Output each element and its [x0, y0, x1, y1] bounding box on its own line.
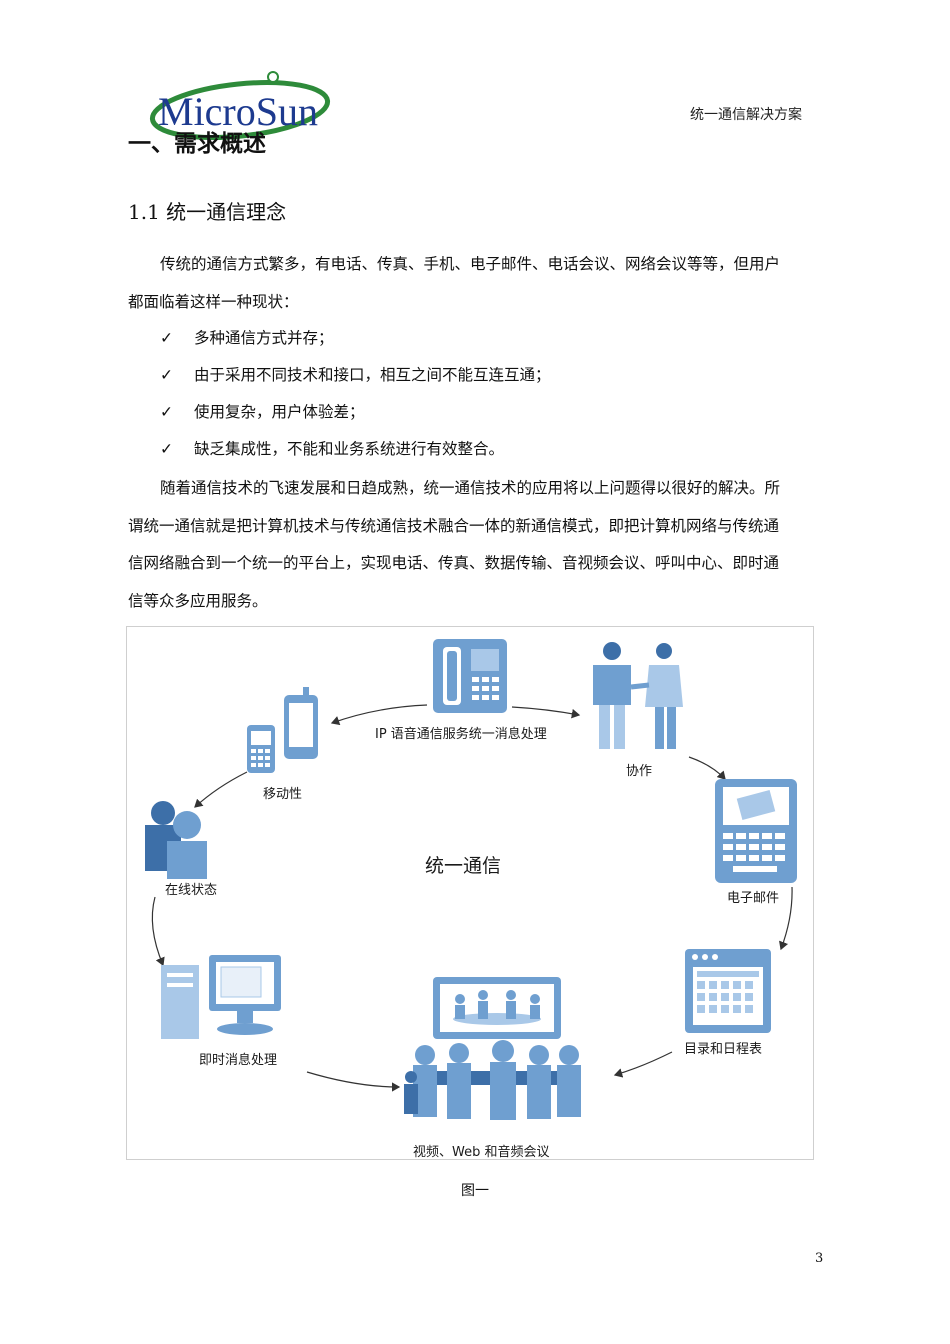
- calendar-icon: [685, 949, 771, 1033]
- bullet-text: 多种通信方式并存；: [194, 329, 334, 347]
- check-icon: ✓: [160, 403, 173, 421]
- check-icon: ✓: [160, 329, 173, 347]
- label-collaboration: 协作: [626, 764, 653, 779]
- arc-arrow: [613, 1051, 673, 1078]
- bullet-item: ✓ 缺乏集成性，不能和业务系统进行有效整合。: [160, 431, 504, 468]
- paragraph-line: 信等众多应用服务。: [128, 591, 268, 610]
- arc-arrow: [511, 706, 581, 719]
- unified-communication-diagram: 统一通信 IP 语音通信服务统一消息处理 协作 电子邮件 目录和日程表 视频、W…: [126, 626, 814, 1160]
- label-instant-messaging: 即时消息处理: [199, 1053, 278, 1068]
- body-paragraph: 随着通信技术的飞速发展和日趋成熟，统一通信技术的应用将以上问题得以很好的解决。所…: [128, 470, 828, 620]
- email-device-icon: [715, 779, 797, 883]
- check-icon: ✓: [160, 366, 173, 384]
- bullet-item: ✓ 由于采用不同技术和接口，相互之间不能互连互通；: [160, 357, 551, 394]
- presence-people-icon: [145, 801, 207, 879]
- paragraph-line: 信网络融合到一个统一的平台上，实现电话、传真、数据传输、音视频会议、呼叫中心、即…: [128, 554, 780, 572]
- company-logo: MicroSun: [140, 68, 340, 148]
- logo-text: MicroSun: [158, 89, 318, 134]
- bullet-text: 使用复杂，用户体验差；: [194, 403, 365, 421]
- arc-arrow: [151, 896, 165, 967]
- paragraph-line: 都面临着这样一种现状：: [128, 292, 299, 311]
- paragraph-line: 传统的通信方式繁多，有电话、传真、手机、电子邮件、电话会议、网络会议等等，但用户: [160, 255, 781, 273]
- paragraph-line: 随着通信技术的飞速发展和日趋成熟，统一通信技术的应用将以上问题得以很好的解决。所: [160, 479, 781, 497]
- ip-phone-icon: [433, 639, 507, 713]
- bullet-item: ✓ 使用复杂，用户体验差；: [160, 394, 365, 431]
- label-email: 电子邮件: [727, 891, 780, 906]
- bullet-text: 缺乏集成性，不能和业务系统进行有效整合。: [194, 440, 505, 458]
- subsection-heading: 1.1 统一通信理念: [128, 200, 287, 224]
- page-number: 3: [815, 1251, 824, 1266]
- arc-arrow: [779, 886, 793, 951]
- video-conference-icon: [404, 977, 581, 1120]
- label-mobility: 移动性: [263, 787, 303, 802]
- arc-arrow: [330, 704, 428, 726]
- bullet-item: ✓ 多种通信方式并存；: [160, 320, 334, 357]
- arc-arrow: [688, 756, 726, 780]
- label-ip-voice: IP 语音通信服务统一消息处理: [375, 727, 547, 742]
- bullet-text: 由于采用不同技术和接口，相互之间不能互连互通；: [194, 366, 551, 384]
- arc-arrow: [306, 1071, 401, 1092]
- cycle-arrows: [151, 704, 793, 1092]
- label-presence: 在线状态: [165, 883, 218, 898]
- computer-icon: [161, 955, 281, 1039]
- check-icon: ✓: [160, 440, 173, 458]
- label-video-conference: 视频、Web 和音频会议: [413, 1145, 550, 1160]
- mobile-phone-icon: [247, 687, 318, 773]
- section-heading: 一、需求概述: [128, 131, 266, 157]
- people-handshake-icon: [593, 642, 683, 749]
- intro-paragraph: 传统的通信方式繁多，有电话、传真、手机、电子邮件、电话会议、网络会议等等，但用户…: [128, 246, 828, 321]
- diagram-center-title: 统一通信: [425, 855, 502, 877]
- figure-caption: 图一: [461, 1183, 489, 1199]
- paragraph-line: 谓统一通信就是把计算机技术与传统通信技术融合一体的新通信模式，即把计算机网络与传…: [128, 516, 780, 535]
- arc-arrow: [194, 771, 248, 808]
- label-calendar: 目录和日程表: [684, 1042, 763, 1057]
- document-title: 统一通信解决方案: [690, 107, 802, 123]
